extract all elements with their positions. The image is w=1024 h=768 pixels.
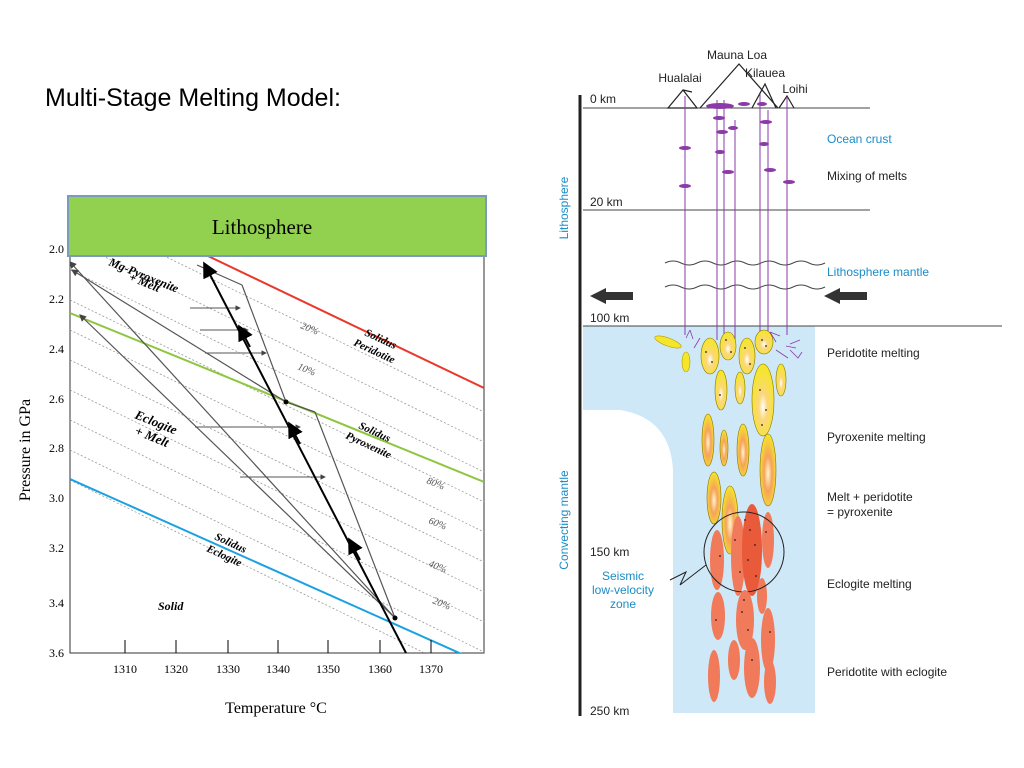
y-tick-labels: 2.0 2.2 2.4 2.6 2.8 3.0 3.2 3.4 3.6 [49, 242, 64, 660]
side-label-convecting-mantle: Convecting mantle [557, 470, 571, 570]
label-mixing-of-melts: Mixing of melts [827, 169, 907, 183]
volcano-hualalai-icon [666, 89, 699, 109]
side-label-lithosphere: Lithosphere [557, 176, 571, 239]
label-peridotite-melting: Peridotite melting [827, 346, 920, 360]
plate-arrow-left-icon [590, 288, 633, 304]
x-tick-label: 1360 [368, 662, 392, 676]
melt-paths [70, 261, 396, 619]
volcano-label-kilauea: Kilauea [745, 66, 785, 80]
x-tick-marks [124, 640, 432, 653]
melt-conduits [684, 94, 788, 340]
x-tick-label: 1350 [316, 662, 340, 676]
depth-label-250: 250 km [590, 704, 629, 718]
y-tick-label: 3.6 [49, 646, 64, 660]
volcano-loihi-icon [778, 94, 795, 109]
depth-label-150: 150 km [590, 545, 629, 559]
cross-section: Mauna Loa Hualalai Kilauea Loihi 0 km 20… [557, 48, 1002, 718]
x-tick-labels: 1310 1320 1330 1340 1350 1360 1370 [113, 662, 443, 676]
solidus-peridotite-line [188, 248, 484, 389]
y-tick-label: 3.4 [49, 596, 64, 610]
y-tick-label: 3.0 [49, 491, 64, 505]
melt-tendrils [685, 329, 803, 359]
label-ocean-crust: Ocean crust [827, 132, 892, 146]
label-seismic-3: zone [610, 597, 636, 611]
volcano-mauna-loa-icon [699, 63, 779, 109]
slide-title: Multi-Stage Melting Model: [45, 84, 341, 112]
volcano-label-mauna-loa: Mauna Loa [707, 48, 767, 62]
lithosphere-banner [67, 195, 487, 257]
plot-frame [69, 247, 485, 654]
eclogite-melt-blobs [710, 504, 774, 614]
volcano-kilauea-icon [751, 82, 777, 109]
volcano-label-hualalai: Hualalai [658, 71, 701, 85]
y-tick-label: 2.4 [49, 342, 64, 356]
x-tick-label: 1340 [266, 662, 290, 676]
depth-label-100: 100 km [590, 311, 629, 325]
y-tick-label: 2.2 [49, 292, 64, 306]
peridotite-melt-blobs [654, 329, 787, 437]
y-tick-label: 3.2 [49, 541, 64, 555]
iso-melt-lines [70, 248, 484, 653]
melt-pods [679, 102, 795, 188]
x-tick-label: 1370 [419, 662, 443, 676]
field-label-solid: Solid [158, 599, 184, 613]
melt-dots [705, 339, 771, 661]
label-seismic-1: Seismic [602, 569, 644, 583]
depth-label-20: 20 km [590, 195, 623, 209]
label-eclogite-melting: Eclogite melting [827, 577, 912, 591]
phase-diagram: Lithosphere Mg-Pyroxenite + Melt Eclogit… [17, 195, 487, 717]
depth-label-0: 0 km [590, 92, 616, 106]
plate-arrow-right-icon [824, 288, 867, 304]
solidus-pyroxenite-line [70, 312, 484, 483]
y-tick-label: 2.8 [49, 441, 64, 455]
wave-line-top [664, 260, 826, 266]
x-tick-label: 1330 [216, 662, 240, 676]
pyroxenite-melt-blobs [701, 413, 777, 555]
y-tick-label: 2.6 [49, 392, 64, 406]
x-tick-label: 1310 [113, 662, 137, 676]
label-pyroxenite-melting: Pyroxenite melting [827, 430, 926, 444]
x-tick-label: 1320 [164, 662, 188, 676]
x-axis-label: Temperature °C [225, 700, 327, 717]
lithosphere-banner-label: Lithosphere [212, 215, 312, 239]
seismic-pointer [669, 564, 707, 586]
label-peridotite-with-eclogite: Peridotite with eclogite [827, 665, 947, 679]
peridotite-eclogite-blobs [708, 590, 776, 704]
y-axis-label: Pressure in GPa [17, 399, 34, 501]
label-lithosphere-mantle: Lithosphere mantle [827, 265, 929, 279]
solidus-eclogite-line [70, 478, 462, 653]
label-melt-peridotite: Melt + peridotite [827, 490, 913, 504]
wave-line-bottom [664, 284, 826, 290]
volcano-label-loihi: Loihi [782, 82, 807, 96]
label-seismic-2: low-velocity [592, 583, 654, 597]
y-tick-label: 2.0 [49, 242, 64, 256]
label-equals-pyroxenite: = pyroxenite [827, 505, 893, 519]
